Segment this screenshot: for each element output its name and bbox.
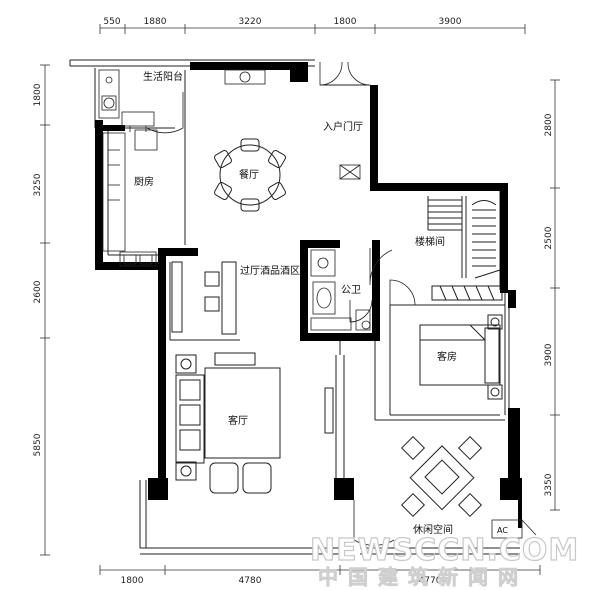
- kitchen-fixtures: [102, 129, 158, 267]
- bottom-dim-1: 1800: [121, 576, 144, 586]
- ac-unit: [491, 519, 537, 539]
- left-dim-3: 2600: [33, 280, 43, 303]
- sofa: [175, 374, 205, 464]
- right-dimension-line: 2800 2500 3900 3350: [544, 79, 560, 511]
- right-dim-3: 3900: [544, 343, 554, 366]
- guest-bed: [419, 314, 503, 400]
- label-leisure: 休闲空间: [413, 523, 453, 536]
- top-dimension-line: 550 1880 3220 1800 3900: [99, 17, 526, 34]
- kitchen-sink: [119, 251, 157, 267]
- side-table-bottom: [175, 461, 197, 481]
- thin-outlines: [69, 59, 520, 555]
- left-dim-1: 1800: [33, 83, 43, 106]
- left-dim-2: 3250: [33, 173, 43, 196]
- label-dining: 餐厅: [239, 168, 259, 181]
- watermark-chinese: 中国建筑新闻网: [318, 565, 528, 589]
- bottom-dim-2: 4780: [239, 576, 262, 586]
- label-foyer: 入户门厅: [323, 120, 363, 133]
- sink-cabinet: [224, 69, 266, 85]
- top-dim-3: 3220: [239, 17, 262, 27]
- top-dim-2: 1880: [144, 17, 167, 27]
- refrigerator: [134, 129, 158, 151]
- walls: [95, 62, 522, 528]
- left-dim-4: 5850: [33, 433, 43, 456]
- top-dim-4: 1800: [334, 17, 357, 27]
- watermark-logo: NEWSCCN.COM: [310, 533, 579, 568]
- top-dim-5: 3900: [439, 17, 462, 27]
- bar-counter: [204, 261, 237, 335]
- top-dim-1: 550: [103, 17, 120, 27]
- label-balcony: 生活阳台: [143, 70, 183, 83]
- left-dimension-line: 1800 3250 2600 5850: [33, 64, 50, 556]
- living-room-sofa: [175, 352, 334, 494]
- leisure-table: [400, 435, 483, 518]
- label-guest: 客房: [437, 350, 457, 363]
- label-kitchen: 厨房: [134, 175, 154, 188]
- foyer-mark: [339, 164, 361, 180]
- bottom-dimension-line: 1800 4780 4770: [99, 565, 541, 586]
- label-living: 客厅: [228, 414, 248, 427]
- bottom-dim-3: 4770: [419, 576, 442, 586]
- right-dim-1: 2800: [544, 113, 554, 136]
- kitchen-counter: [102, 132, 126, 252]
- bathroom-fixtures: [310, 249, 371, 331]
- label-bathroom: 公卫: [341, 285, 361, 296]
- room-labels: 生活阳台 厨房 餐厅 入户门厅 楼梯间 过厅酒品酒区 公卫 客房 客厅 休闲空间…: [134, 70, 508, 536]
- balcony-fixtures: [98, 69, 266, 132]
- label-ac: AC: [497, 526, 508, 535]
- label-bar: 过厅酒品酒区: [240, 264, 300, 277]
- dining-table: [214, 138, 286, 212]
- label-stair: 楼梯间: [415, 235, 445, 248]
- sideboard: [214, 352, 256, 366]
- armchair-right: [242, 462, 272, 494]
- right-dim-4: 3350: [544, 473, 554, 496]
- tv-cabinet: [324, 387, 334, 434]
- coffee-table-rug: [204, 367, 281, 459]
- armchair-left: [209, 462, 239, 494]
- side-table-top: [175, 354, 197, 374]
- washing-machine: [98, 69, 120, 119]
- right-dim-2: 2500: [544, 226, 554, 249]
- watermark: NEWSCCN.COM 中国建筑新闻网: [309, 532, 579, 589]
